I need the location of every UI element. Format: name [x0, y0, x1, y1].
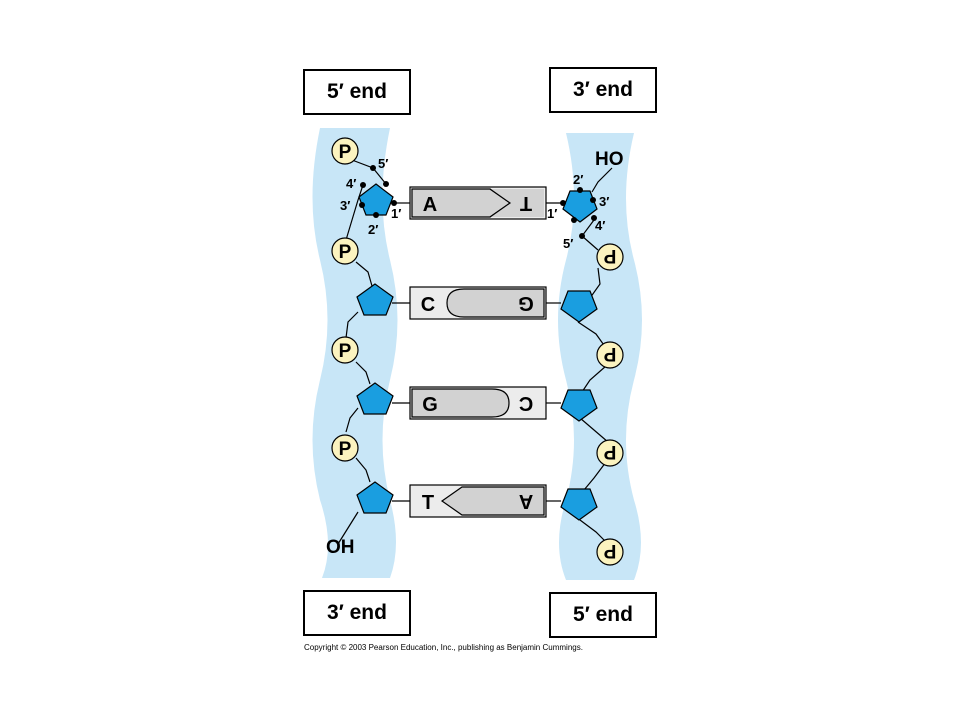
base-left-shape	[411, 388, 510, 418]
sugar-pentagon	[560, 389, 598, 422]
svg-text:P: P	[339, 439, 352, 460]
base-right-shape	[440, 486, 545, 516]
left-carbon-label-5: 5′	[378, 156, 388, 171]
copyright-notice: Copyright © 2003 Pearson Education, Inc.…	[304, 643, 583, 652]
base-pair-1: A T	[409, 186, 547, 220]
phosphate: P	[596, 538, 624, 566]
left-carbon-label-3: 3′	[340, 198, 350, 213]
right-sugars	[560, 190, 598, 521]
base-right-shape	[446, 288, 545, 318]
sugar-pentagon	[356, 283, 394, 316]
left-carbon-label-1: 1′	[391, 206, 401, 221]
right-carbon-label-5: 5′	[563, 236, 573, 251]
left-top-end-label: 5′ end	[303, 69, 411, 115]
left-phosphates: P P P P	[331, 137, 359, 462]
base-pair-4: T A	[409, 484, 547, 518]
phosphate: P	[331, 434, 359, 462]
base-pair-3: G C	[409, 386, 547, 420]
svg-text:P: P	[603, 540, 616, 561]
right-carbon-label-4: 4′	[595, 218, 605, 233]
base-left-label: G	[422, 394, 438, 416]
phosphate: P	[596, 439, 624, 467]
base-left-label: T	[422, 492, 434, 514]
sugar-pentagon	[560, 488, 598, 521]
base-right-label: T	[520, 192, 532, 214]
phosphate: P	[331, 237, 359, 265]
base-right-label: G	[518, 292, 534, 314]
base-right-label: C	[519, 392, 533, 414]
svg-text:P: P	[339, 142, 352, 163]
svg-text:P: P	[603, 441, 616, 462]
base-left-label: A	[423, 194, 437, 216]
base-left-label: C	[421, 294, 435, 316]
base-right-shape	[490, 189, 544, 217]
right-top-end-label: 3′ end	[549, 67, 657, 113]
phosphate: P	[596, 243, 624, 271]
sugar-pentagon	[356, 382, 394, 415]
left-terminal-oh: OH	[326, 537, 355, 558]
right-carbon-label-1: 1′	[547, 206, 557, 221]
right-carbon-label-2: 2′	[573, 172, 583, 187]
phosphate: P	[331, 137, 359, 165]
left-backbone-lines	[337, 159, 387, 545]
svg-text:P: P	[603, 245, 616, 266]
base-right-label: A	[519, 490, 533, 512]
sugar-pentagon	[560, 290, 598, 323]
base-pair-2: C G	[409, 286, 547, 320]
glycosidic-lines	[392, 202, 563, 502]
left-sugars	[356, 183, 394, 514]
phosphate: P	[596, 341, 624, 369]
right-terminal-ho: HO	[595, 149, 624, 170]
svg-text:P: P	[339, 341, 352, 362]
right-phosphates: P P P P	[596, 243, 624, 566]
svg-text:P: P	[603, 343, 616, 364]
svg-text:P: P	[339, 242, 352, 263]
phosphate: P	[331, 336, 359, 364]
right-carbon-label-3: 3′	[599, 194, 609, 209]
left-bottom-end-label: 3′ end	[303, 590, 411, 636]
right-bottom-end-label: 5′ end	[549, 592, 657, 638]
left-carbon-label-4: 4′	[346, 176, 356, 191]
left-carbon-label-2: 2′	[368, 222, 378, 237]
sugar-pentagon	[356, 481, 394, 514]
carbon-dots	[359, 165, 597, 239]
